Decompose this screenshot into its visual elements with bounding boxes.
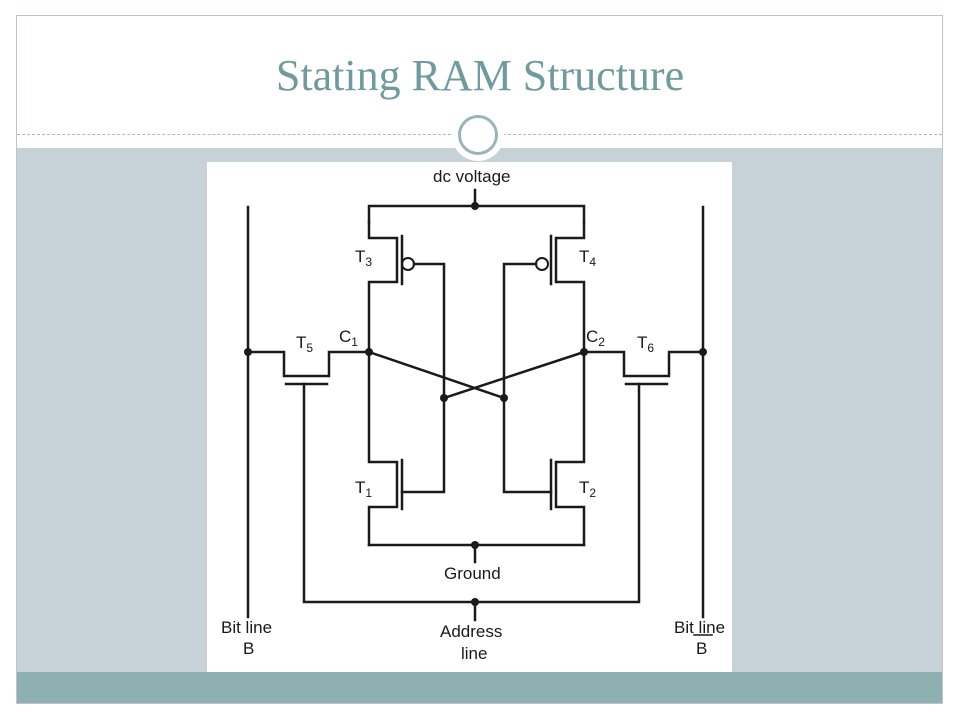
vdd-node [471,202,479,210]
c2-node [580,348,588,356]
address-node [471,598,479,606]
left-gate-wire [400,262,446,494]
bit-line-left-b-label: B [243,639,255,658]
bit-line-right-node [699,348,707,356]
sram-circuit-diagram: dc voltage Ground Address line Bit line … [207,162,732,672]
dc-voltage-label: dc voltage [433,167,511,186]
bit-line-left-label: Bit line [221,618,273,637]
c1-label: C1 [339,327,358,349]
address-line-label: line [461,644,488,663]
t3-label: T3 [355,247,373,269]
right-gate-wire [502,262,553,494]
t3-bubble [401,257,415,271]
slide-title: Stating RAM Structure [275,51,685,100]
t6-label: T6 [637,333,655,355]
cross-wire-2 [442,350,586,400]
t4-bubble [535,257,549,271]
left-channel-wire [367,220,399,547]
t4-label: T4 [579,247,597,269]
t6-channel-wire [582,350,705,378]
ground-label: Ground [444,564,501,583]
bit-line-left-node [244,348,252,356]
c2-label: C2 [586,327,605,349]
circuit-wires [244,188,713,636]
cross-wire-1 [367,350,506,400]
c1-node [365,348,373,356]
ground-node [471,541,479,549]
footer-band [17,672,942,703]
t2-label: T2 [579,478,597,500]
bit-line-right-b-label: B [696,639,708,658]
cross-node-left [440,394,448,402]
ring-icon [458,115,498,155]
t1-label: T1 [355,478,373,500]
bit-line-right-label: Bit line [674,618,726,637]
address-label: Address [440,622,503,641]
t5-channel-wire [246,350,371,378]
t5-label: T5 [296,333,314,355]
cross-node-right [500,394,508,402]
